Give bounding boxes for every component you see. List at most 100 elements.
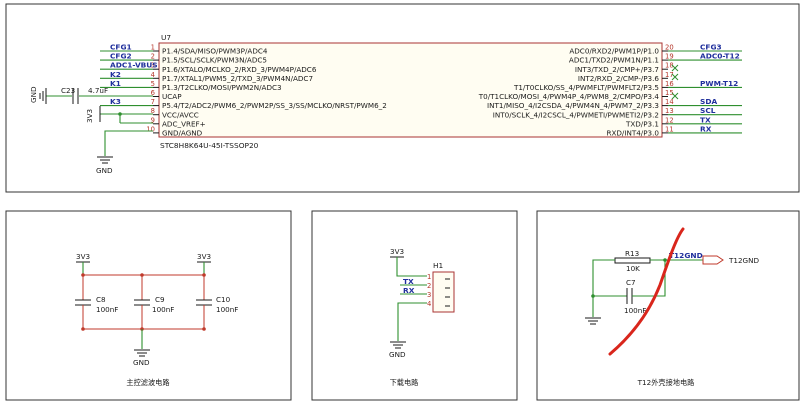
u7-net-label: ADC1-VBUS xyxy=(110,61,158,70)
c23-value: 4.7uF xyxy=(88,86,108,95)
c7-ref: C7 xyxy=(626,278,636,287)
u7-pin-name: ADC0/RXD2/PWM1P/P1.0 xyxy=(569,47,659,56)
c7-value: 100nF xyxy=(624,306,646,315)
gnd-symbol-panel3 xyxy=(585,317,601,325)
h1-net-tx: TX xyxy=(403,277,414,286)
c23-capacitor[interactable]: C23 4.7uF xyxy=(46,86,153,104)
c9-ref: C9 xyxy=(155,295,165,304)
u7-net-label: CFG1 xyxy=(110,43,132,52)
h1-ref: H1 xyxy=(433,261,444,270)
u7-pin-name: INT0/SCLK_4/I2CSCL_4/PWMETI/PWMETI2/P3.2 xyxy=(493,110,659,119)
u7-pin-name: RXD/INT4/P3.0 xyxy=(606,129,659,138)
r13-value: 10K xyxy=(626,264,640,273)
u7-pin-name: P5.4/T2/ADC2/PWM6_2/PWM2P/SS_3/SS/MCLKO/… xyxy=(162,101,387,110)
u7-net-label: CFG2 xyxy=(110,52,132,61)
h1-pin-3: 3 xyxy=(427,291,431,299)
u7-pin-name: VCC/AVCC xyxy=(162,110,199,119)
u7-pin-number: 1 xyxy=(151,44,155,52)
u7-pin-name: ADC_VREF+ xyxy=(162,119,206,128)
h1-header[interactable] xyxy=(432,271,455,313)
c23-ref: C23 xyxy=(61,86,75,95)
u7-pin-number: 2 xyxy=(151,53,155,61)
panel-t12gnd-frame xyxy=(536,210,800,401)
u7-pin-name: P1.7/XTAL1/PWM5_2/TXD_3/PWM4N/ADC7 xyxy=(162,74,313,83)
panel1-gnd: GND xyxy=(133,358,150,367)
u7-net-label: K3 xyxy=(110,97,121,106)
u7-net-label: K2 xyxy=(110,70,121,79)
t12gnd-port-label: T12GND xyxy=(728,256,759,265)
c10-ref: C10 xyxy=(216,295,231,304)
vcc-wiring: 3V3 xyxy=(85,106,153,124)
u7-net-label: ADC0-T12 xyxy=(700,52,740,61)
v33-top-label: 3V3 xyxy=(85,109,94,123)
u7-pin-number: 13 xyxy=(665,107,674,115)
panel3-title: T12外壳接地电路 xyxy=(637,378,695,387)
u7-pin-number: 10 xyxy=(146,125,155,133)
u7-net-label: K1 xyxy=(110,79,121,88)
u7-pin-name: T1/T0CLKO/SS_4/PWMFLT/PWMFLT2/P3.5 xyxy=(513,83,659,92)
u7-pin-name: T0/T1CLKO/MOSI_4/PWM4P_4/PWM8_2/CMPO/P3.… xyxy=(478,92,660,101)
u7-pin-name: P1.6/XTALO/MCLKO_2/RXD_3/PWM4P/ADC6 xyxy=(162,65,317,74)
panel2-v33: 3V3 xyxy=(390,247,404,256)
r13-resistor[interactable] xyxy=(614,257,651,264)
cap-c8[interactable]: C8 100nF xyxy=(75,275,118,329)
u7-pin-name: INT3/TXD_2/CMP+/P3.7 xyxy=(575,65,659,74)
filter-circuit: 3V3 3V3 C8 100nF C9 100nF xyxy=(75,252,238,367)
u7-left-pins: 1 P1.4/SDA/MISO/PWM3P/ADC4 CFG1 2 P1.5/SCL/S… xyxy=(100,43,387,138)
panel2-gnd: GND xyxy=(389,350,406,359)
u7-pin-name: UCAP xyxy=(162,92,182,101)
main-frame xyxy=(5,3,800,193)
u7-pin-number: 18 xyxy=(665,62,674,70)
u7-pin-number: 9 xyxy=(151,116,155,124)
u7-pin-number: 6 xyxy=(151,89,155,97)
u7-pin-number: 11 xyxy=(665,125,674,133)
u7-body[interactable] xyxy=(158,42,663,138)
cap-c10[interactable]: C10 100nF xyxy=(196,275,238,329)
gnd-left-label: GND xyxy=(29,86,38,103)
u7-pin-name: P1.4/SDA/MISO/PWM3P/ADC4 xyxy=(162,47,268,56)
t12gnd-port[interactable] xyxy=(702,255,724,265)
u7-pin-number: 19 xyxy=(665,53,674,61)
u7-pin-number: 17 xyxy=(665,71,674,79)
u7-pin-number: 16 xyxy=(665,80,674,88)
c10-value: 100nF xyxy=(216,305,238,314)
gnd-symbol-left: GND xyxy=(29,86,47,104)
u7-part-number: STC8H8K64U-45I-TSSOP20 xyxy=(160,141,259,150)
panel1-title: 主控滤波电路 xyxy=(126,378,169,387)
u7-pin-number: 3 xyxy=(151,62,155,70)
u7-pin-name: INT1/MISO_4/I2CSDA_4/PWM4N_4/PWM7_2/P3.3 xyxy=(487,101,659,110)
download-circuit: 3V3 H1 1 2 3 4 TX RX GND xyxy=(389,247,455,359)
no-connect-marks xyxy=(671,64,679,100)
h1-net-rx: RX xyxy=(403,286,415,295)
c8-value: 100nF xyxy=(96,305,118,314)
u7-net-label: SDA xyxy=(700,97,717,106)
t12gnd-net-label: T12GND xyxy=(669,251,703,260)
panel1-v33-a: 3V3 xyxy=(76,252,90,261)
gnd-bottom-label: GND xyxy=(96,166,113,175)
h1-pin-1: 1 xyxy=(427,273,431,281)
red-annotation-stroke xyxy=(608,227,685,356)
c9-value: 100nF xyxy=(152,305,174,314)
u7-pin-number: 7 xyxy=(151,98,155,106)
u7-pin-name: GND/AGND xyxy=(162,129,203,138)
u7-pin-number: 12 xyxy=(665,116,674,124)
c7-capacitor[interactable] xyxy=(591,260,666,304)
u7-net-label: CFG3 xyxy=(700,43,722,52)
t12gnd-circuit: R13 10K T12GND T12GND C7 100nF xyxy=(585,249,759,325)
panel2-title: 下载电路 xyxy=(390,378,419,387)
u7-pin-name: P1.3/T2CLKO/MOSI/PWM2N/ADC3 xyxy=(162,83,282,92)
u7-pin-name: INT2/RXD_2/CMP-/P3.6 xyxy=(578,74,660,83)
panel-download-frame xyxy=(311,210,518,401)
cap-c9[interactable]: C9 100nF xyxy=(134,275,174,329)
u7-net-label: SCL xyxy=(700,106,716,115)
u7-net-label: RX xyxy=(700,124,712,133)
u7-pin-number: 14 xyxy=(665,98,674,106)
u7-pin-name: TXD/P3.1 xyxy=(625,119,659,128)
u7-pin-name: P1.5/SCL/SCLK/PWM3N/ADC5 xyxy=(162,56,267,65)
u7-net-label: TX xyxy=(700,115,711,124)
panel-filter-frame xyxy=(5,210,292,401)
u7-pin-number: 15 xyxy=(665,89,674,97)
h1-pin-2: 2 xyxy=(427,282,431,290)
